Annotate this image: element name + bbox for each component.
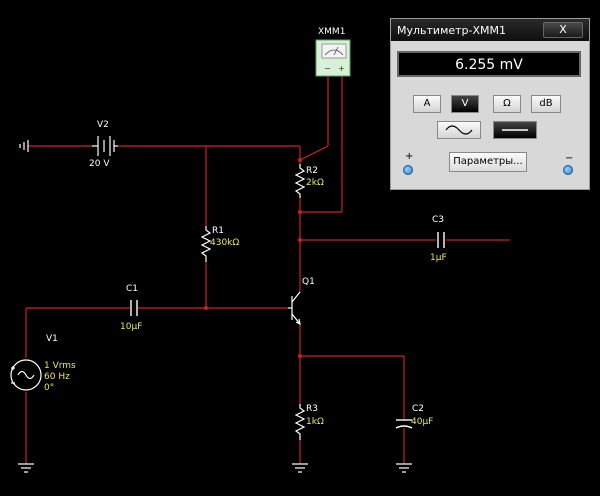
resistor-r1-symbol [200,226,212,262]
mode-ampere-button[interactable]: A [413,95,441,113]
label-c3-name: C3 [432,215,445,225]
parameters-button[interactable]: Параметры... [449,152,527,172]
label-q1-name: Q1 [302,277,315,287]
resistor-r2-symbol [294,164,306,198]
ac-mode-button[interactable] [437,121,481,139]
terminal-minus-label: − [565,153,574,164]
capacitor-c3-symbol [437,232,445,248]
label-r3-value: 1kΩ [306,417,324,427]
label-r3-name: R3 [306,404,318,414]
label-v2-value: 20 V [89,159,110,169]
junctions [204,158,302,358]
label-c3-value: 1µF [430,253,447,263]
label-v1-freq: 60 Hz [44,372,70,382]
ground-symbols [18,463,412,473]
label-v2-name: V2 [97,120,109,130]
label-v1-phase: 0° [44,383,55,393]
label-v1-amp: 1 Vrms [44,361,76,371]
label-c1-name: C1 [126,284,139,294]
label-c1-value: 10µF [120,322,143,332]
label-v1-name: V1 [46,334,58,344]
multimeter-window: Мультиметр-XMM1 X 6.255 mV A V Ω dB + Па… [390,18,590,190]
dc-mode-button[interactable] [493,121,537,139]
svg-text:−: − [324,64,331,73]
close-icon: X [559,23,567,36]
terminal-plus-connector[interactable] [403,165,413,175]
terminal-minus-connector[interactable] [563,165,573,175]
terminal-plus-label: + [405,151,414,162]
label-xmm1: XMM1 [318,27,346,37]
resistor-r3-symbol [294,404,306,440]
multimeter-reading: 6.255 mV [455,57,523,73]
dc-line-icon [502,129,528,131]
multimeter-titlebar[interactable]: Мультиметр-XMM1 X [391,19,589,41]
close-button[interactable]: X [543,22,583,38]
label-r2-value: 2kΩ [306,178,324,188]
transistor-q1-symbol [288,291,301,326]
battery-v2-symbol [92,136,118,156]
label-c2-name: C2 [412,404,425,414]
ac-source-v1-symbol [10,359,42,391]
ground-v2-symbol [19,140,29,152]
mode-ohm-button[interactable]: Ω [493,95,521,113]
ac-wave-icon [445,125,473,135]
multimeter-display: 6.255 mV [397,51,581,77]
capacitor-c2-symbol [395,419,413,429]
label-r1-name: R1 [212,226,224,236]
multimeter-xmm1-icon[interactable]: − + [315,39,351,77]
label-r1-value: 430kΩ [210,238,240,248]
capacitor-c1-symbol [130,300,138,316]
mode-db-button[interactable]: dB [531,95,561,113]
label-c2-value: 40µF [411,417,434,427]
multimeter-title: Мультиметр-XMM1 [397,24,507,37]
svg-text:+: + [338,64,345,73]
label-r2-name: R2 [306,166,318,176]
mode-volt-button[interactable]: V [451,95,479,113]
